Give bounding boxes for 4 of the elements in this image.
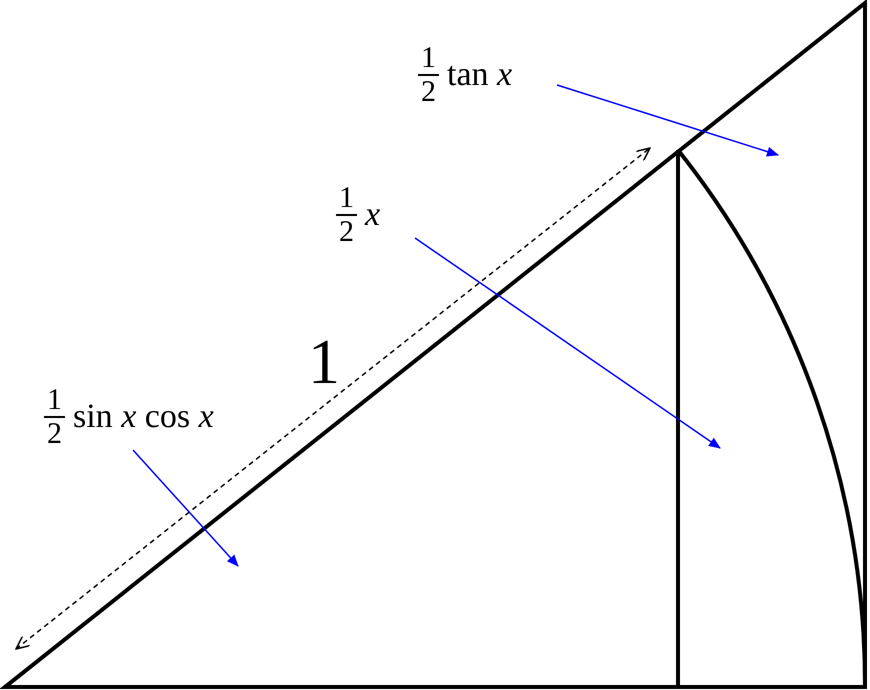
- side-length-label: 1: [308, 325, 340, 399]
- leader-line: [132, 450, 239, 567]
- leader-line: [414, 237, 721, 449]
- leader-line: [556, 84, 779, 156]
